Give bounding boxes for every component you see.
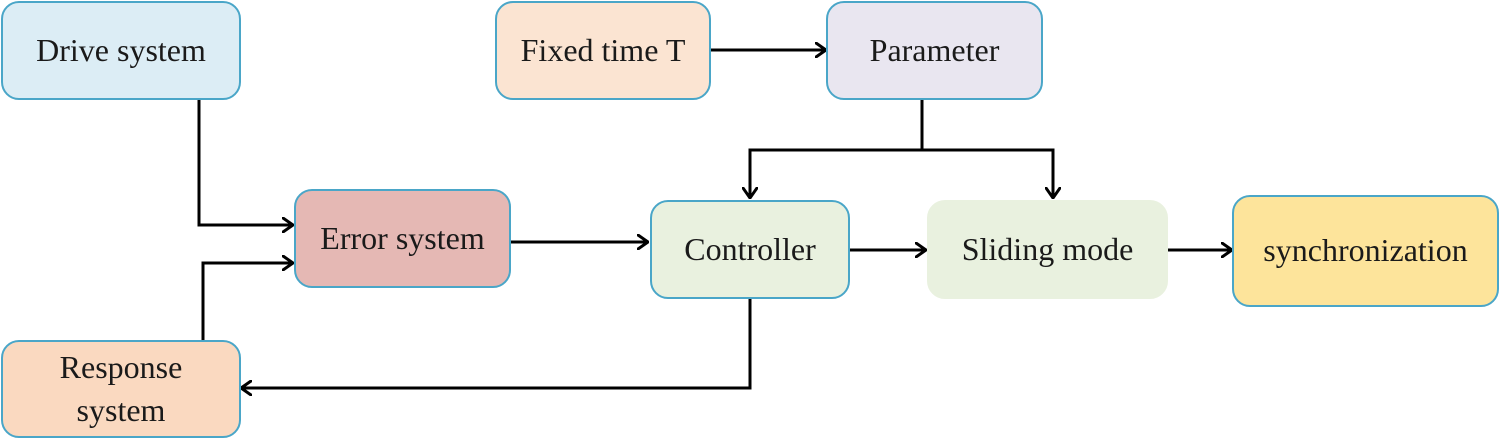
edge-parameter-to-controller [750, 100, 924, 198]
parameter-label: Parameter [869, 31, 1000, 68]
fixed-time-node: Fixed time T [495, 1, 711, 100]
response-system-label: Response system [59, 348, 183, 428]
controller-node: Controller [650, 200, 850, 299]
error-system-label: Error system [320, 219, 485, 256]
edge-response-to-error [201, 263, 293, 340]
synchronization-node: synchronization [1232, 195, 1499, 307]
response-system-node: Response system [1, 340, 241, 438]
parameter-node: Parameter [826, 1, 1043, 100]
fixed-time-label: Fixed time T [520, 31, 686, 68]
edge-drive-to-error [197, 100, 293, 225]
sliding-mode-node: Sliding mode [927, 200, 1168, 299]
synchronization-label: synchronization [1263, 232, 1468, 269]
drive-system-node: Drive system [1, 1, 241, 100]
sliding-mode-label: Sliding mode [961, 230, 1134, 267]
edge-controller-to-response [241, 298, 752, 388]
edge-parameter-to-sliding [922, 148, 1053, 198]
controller-label: Controller [684, 230, 816, 267]
drive-system-label: Drive system [36, 31, 206, 68]
error-system-node: Error system [294, 189, 511, 288]
